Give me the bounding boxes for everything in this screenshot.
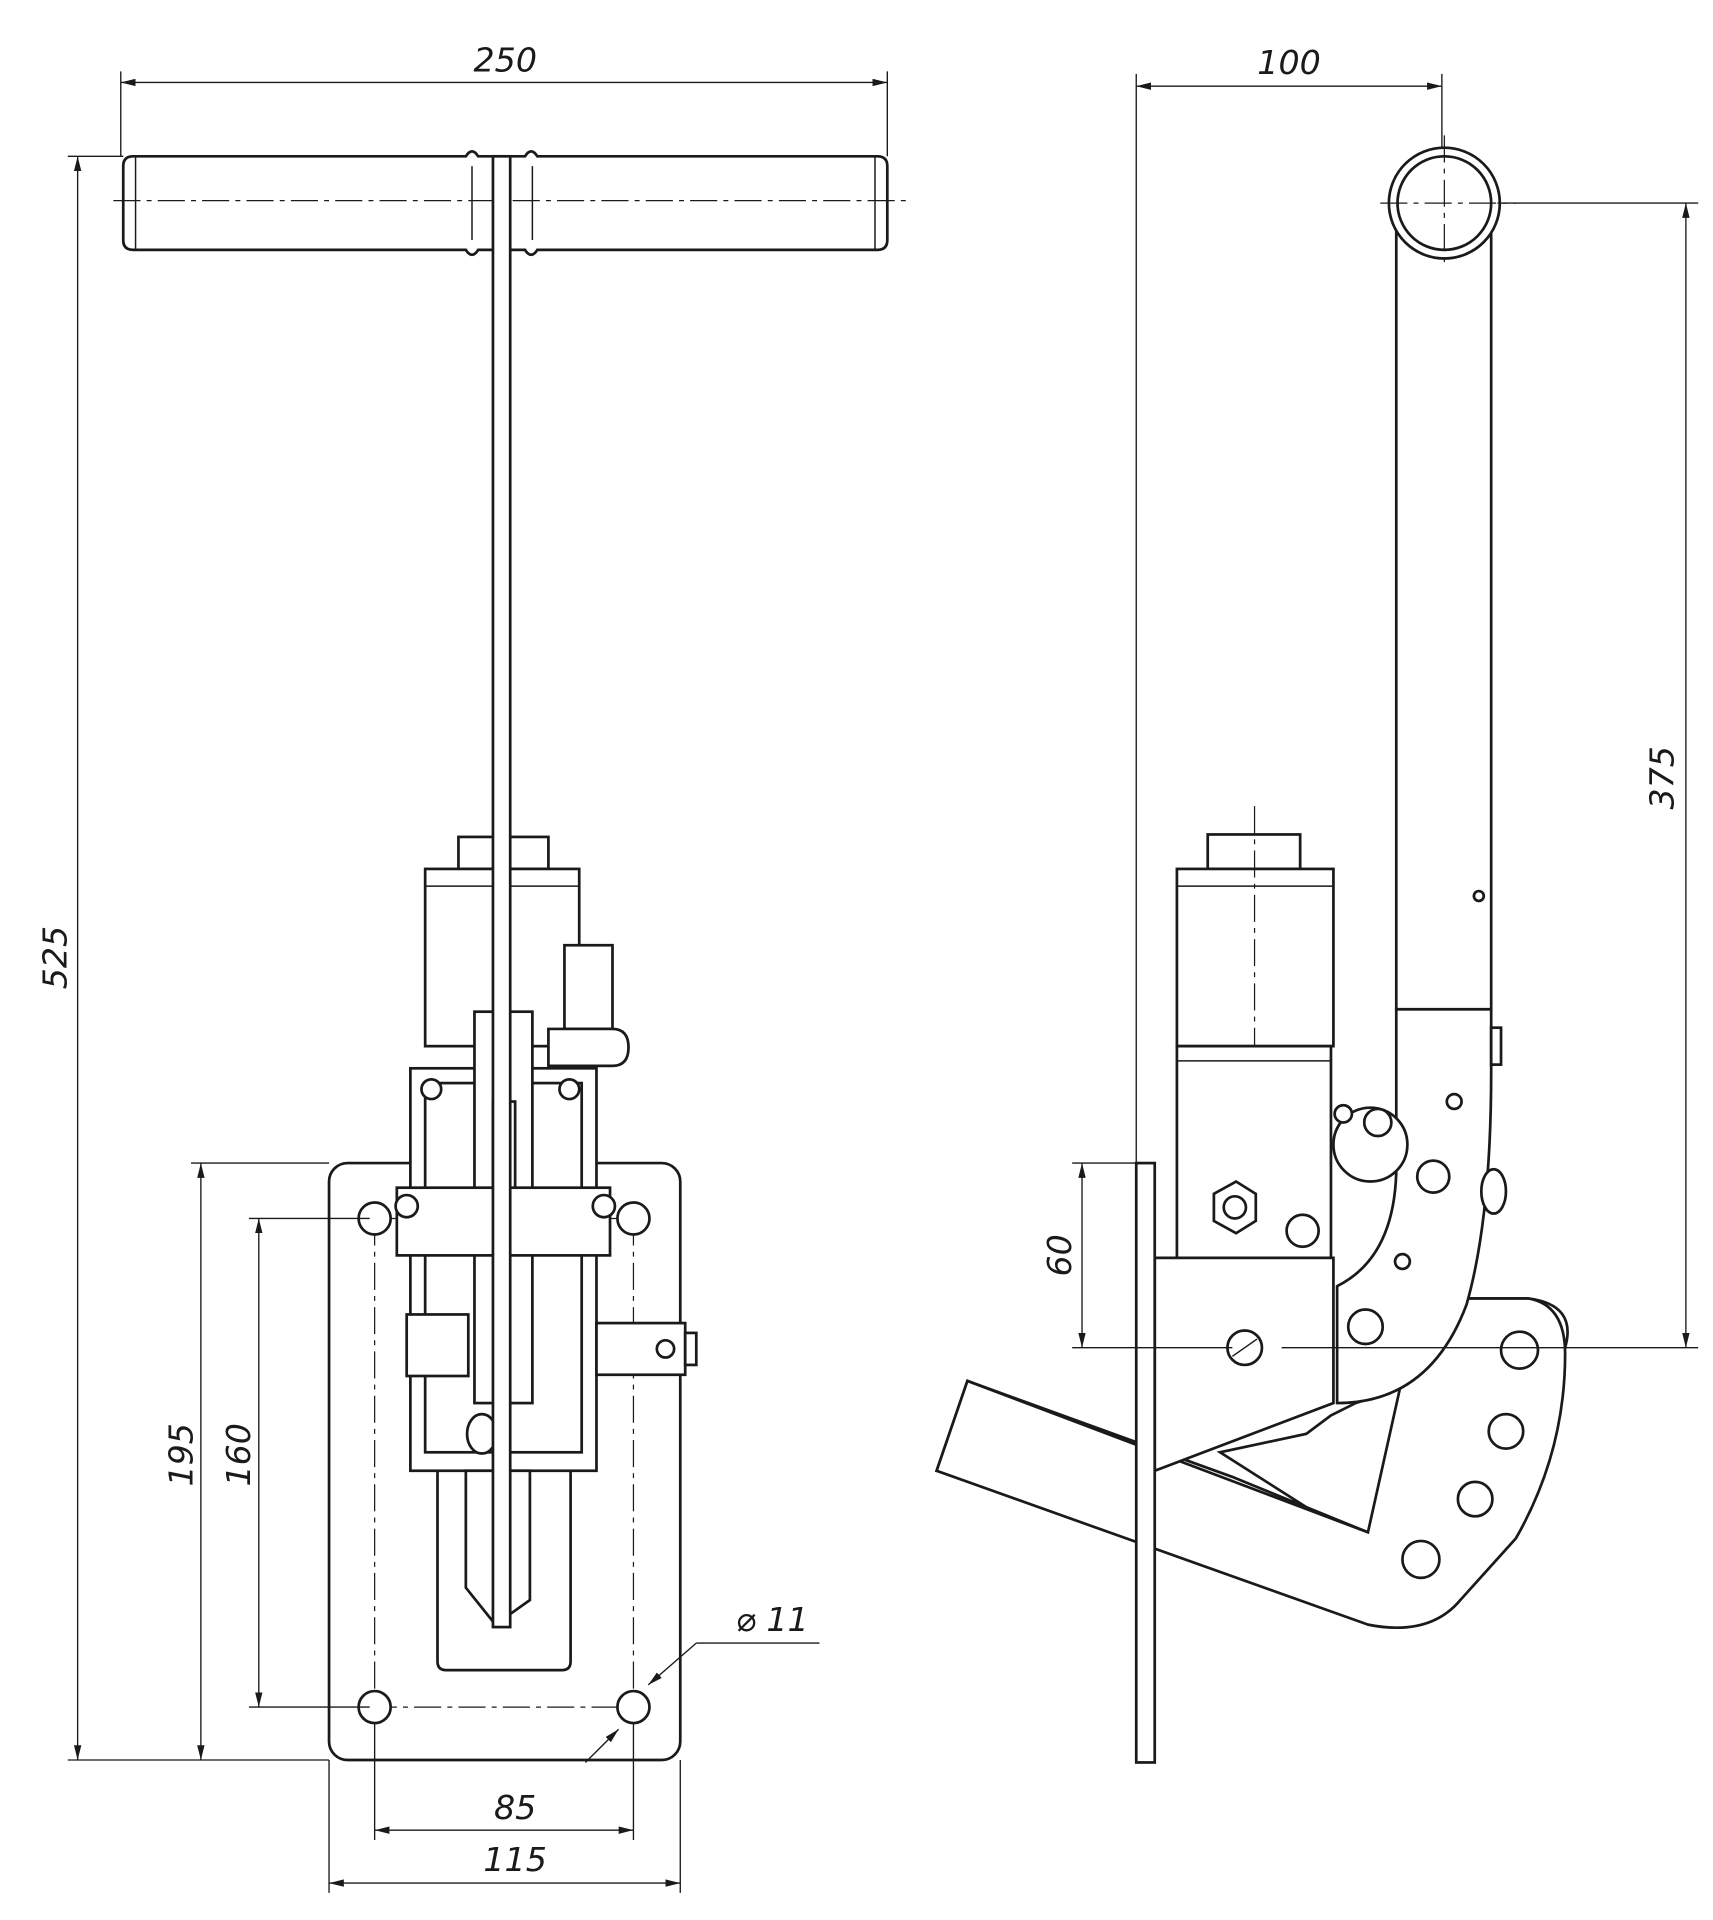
side-motor bbox=[1153, 806, 1335, 1473]
dim-handle-height: 375 bbox=[1643, 746, 1682, 809]
front-view bbox=[113, 150, 906, 1762]
side-view bbox=[934, 135, 1569, 1764]
dim-handle-offset: 100 bbox=[1257, 43, 1321, 82]
mount-hole bbox=[616, 1201, 651, 1236]
dim-plate-width: 115 bbox=[483, 1840, 547, 1879]
front-dimensions: 250 525 195 160 85 115 ⌀ 11 bbox=[36, 40, 888, 1893]
dim-overall-height: 525 bbox=[36, 926, 75, 989]
dim-hole-spacing-horizontal: 85 bbox=[494, 1788, 536, 1827]
mount-hole bbox=[616, 1689, 651, 1725]
dim-hole-diameter: ⌀ 11 bbox=[736, 1600, 809, 1639]
handle-stem bbox=[491, 154, 512, 1629]
dim-plate-height: 195 bbox=[161, 1423, 200, 1486]
side-dimensions: 100 375 60 bbox=[1040, 43, 1699, 1349]
dim-hole-spacing-vertical: 160 bbox=[219, 1423, 258, 1486]
dim-handle-width: 250 bbox=[474, 40, 538, 79]
mounting-plate bbox=[1134, 1161, 1157, 1764]
dim-mount-height: 60 bbox=[1040, 1234, 1079, 1276]
